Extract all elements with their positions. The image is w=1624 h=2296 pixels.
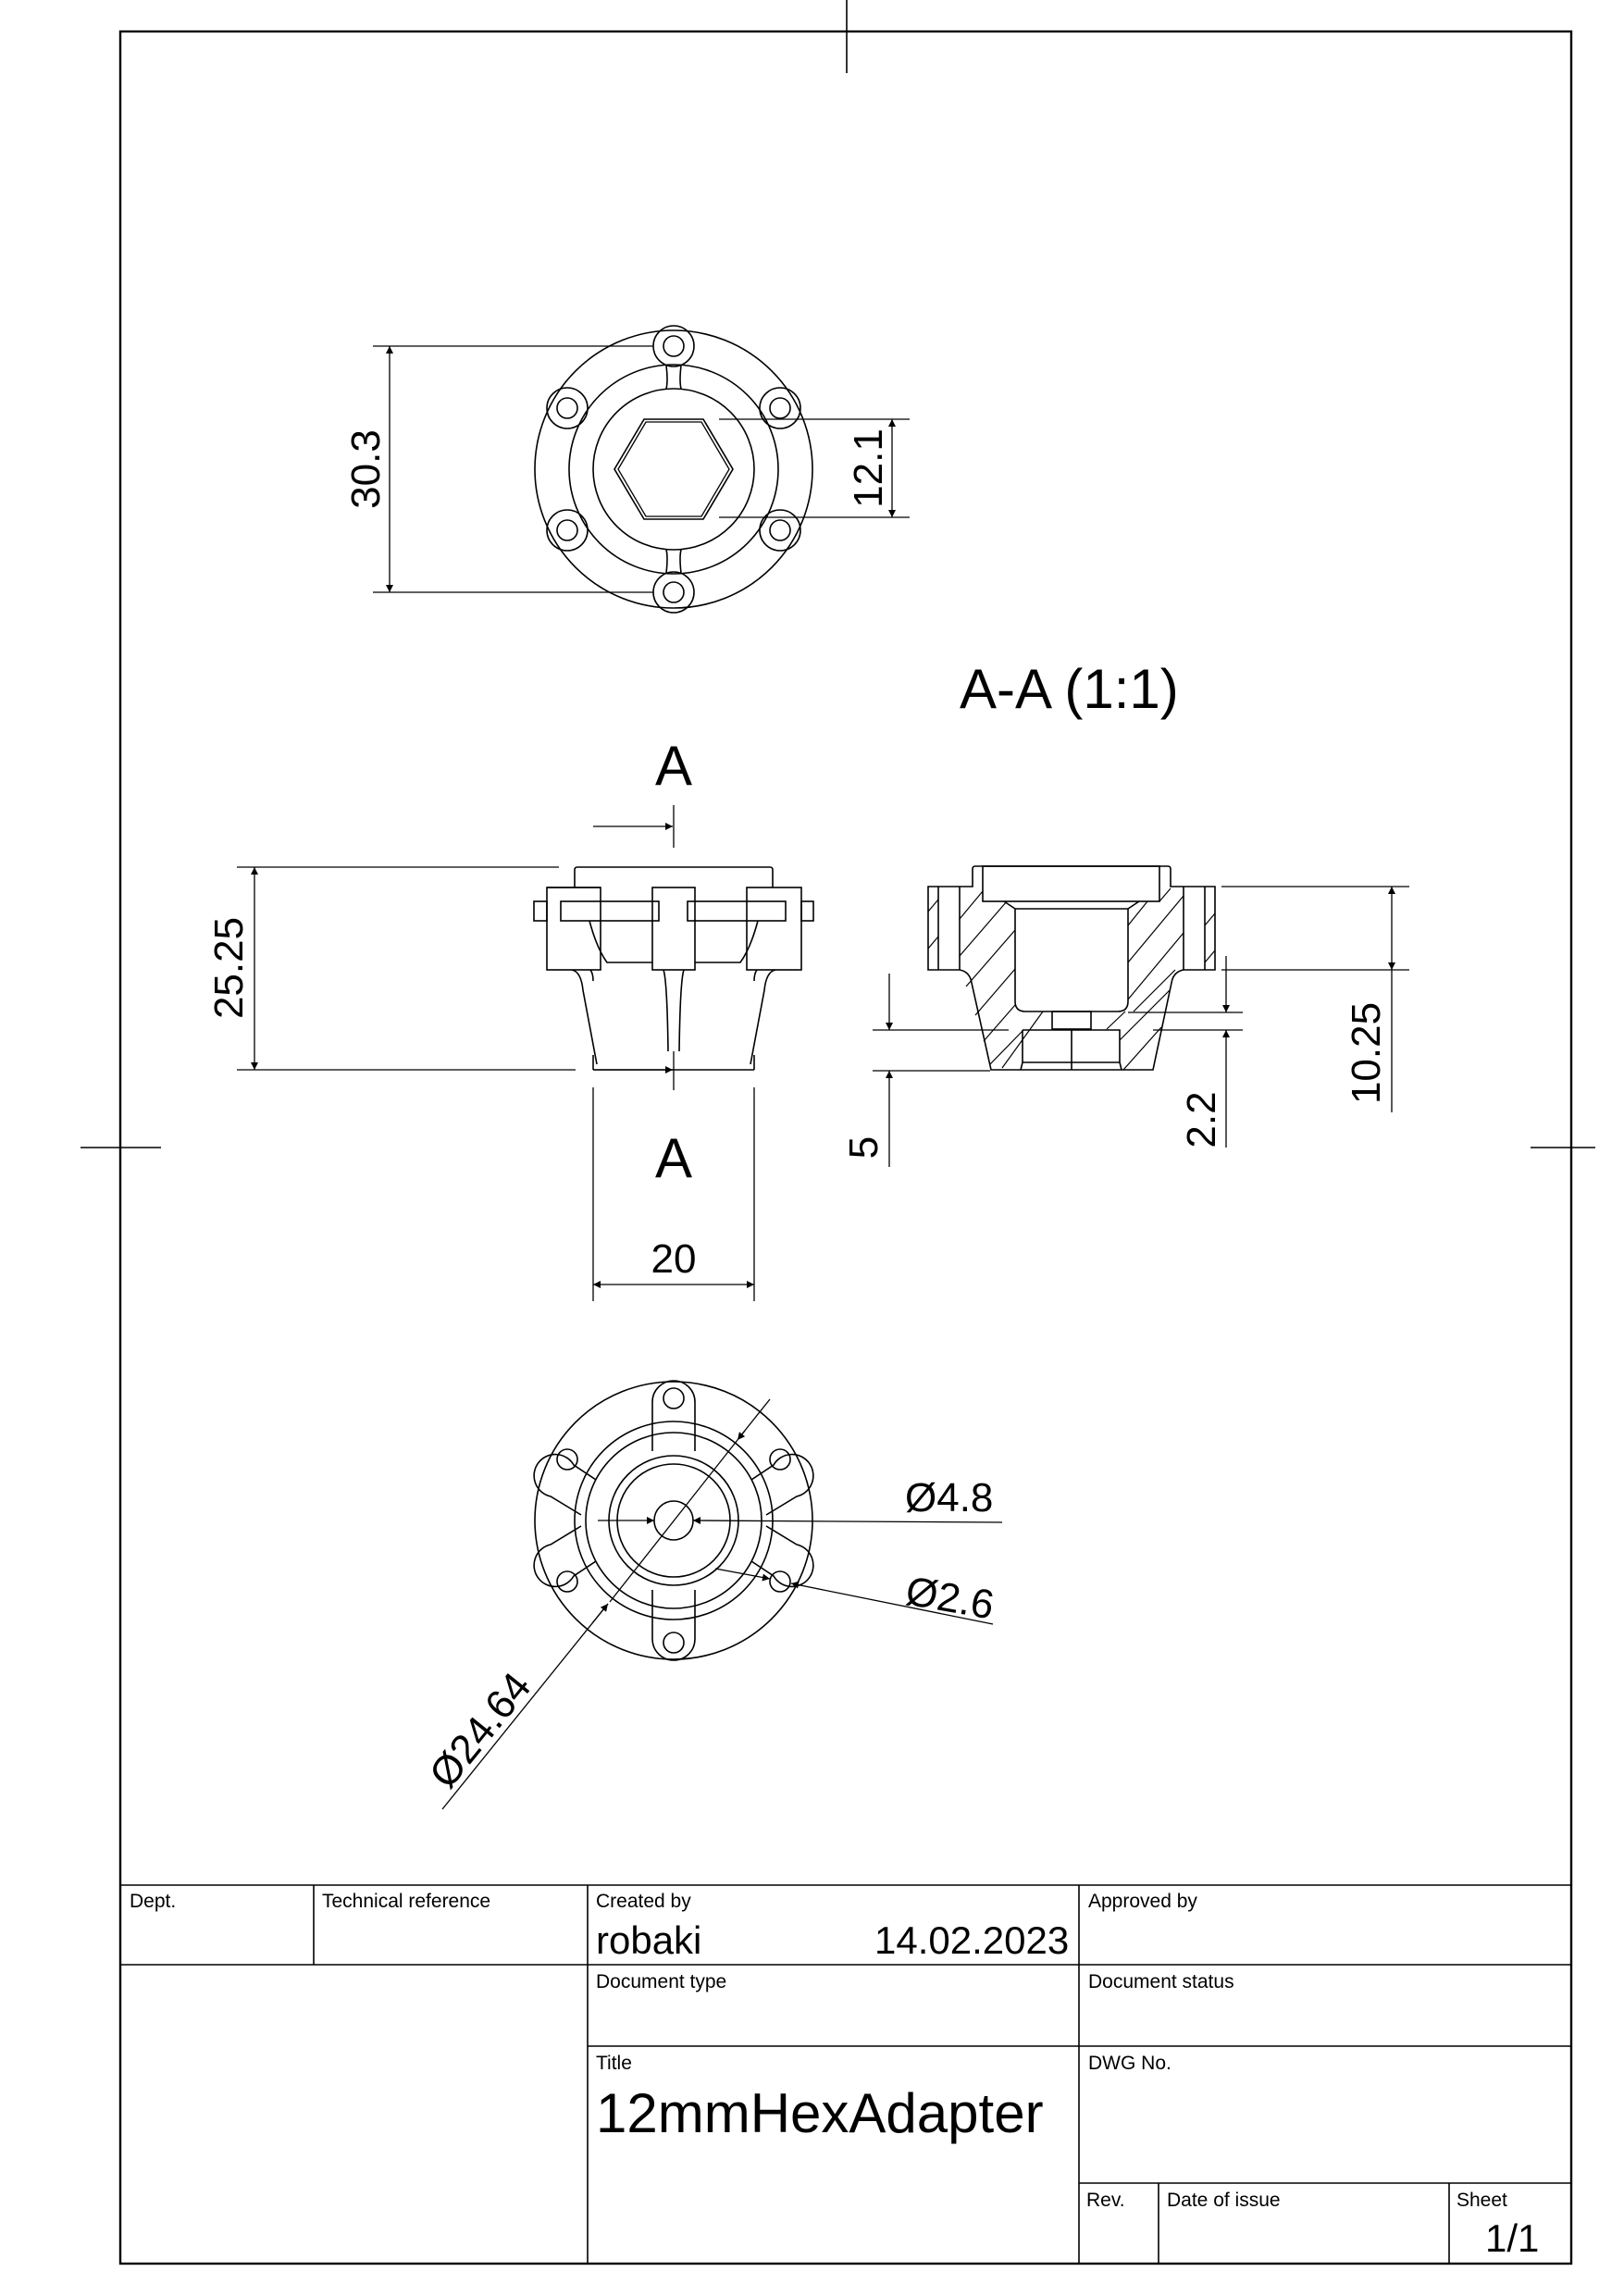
- dim-dia-4-8: Ø4.8: [905, 1475, 993, 1520]
- document-type-label: Document type: [596, 1971, 727, 1992]
- title-block-grid: [120, 1884, 1571, 2264]
- dept-label: Dept.: [130, 1891, 177, 1912]
- front-view: A A 25.25 20: [206, 735, 814, 1301]
- cut-label-top: A: [655, 735, 692, 797]
- document-status-label: Document status: [1088, 1971, 1234, 1992]
- sheet-value: 1/1: [1485, 2216, 1540, 2260]
- date-of-issue-label: Date of issue: [1167, 2190, 1281, 2211]
- bottom-view: Ø4.8 Ø2.6 Ø24.64: [421, 1380, 1003, 1810]
- title-label: Title: [596, 2053, 632, 2074]
- created-by-value: robaki: [596, 1918, 702, 1962]
- section-title: A-A (1:1): [960, 658, 1179, 720]
- dim-25-25: 25.25: [206, 917, 252, 1019]
- dim-30-3: 30.3: [343, 429, 389, 509]
- section-hatching: [927, 887, 1216, 1071]
- bolt-lugs-bottom-view: [533, 1380, 814, 1661]
- dim-12-1: 12.1: [846, 428, 891, 508]
- dim-20: 20: [651, 1236, 697, 1282]
- section-view-a-a: A-A (1:1): [841, 658, 1409, 1167]
- approved-by-label: Approved by: [1088, 1891, 1197, 1912]
- cut-label-bottom: A: [655, 1127, 692, 1189]
- bolt-lugs-top-view: [546, 325, 801, 614]
- tech-ref-label: Technical reference: [322, 1891, 491, 1912]
- rev-label: Rev.: [1086, 2190, 1125, 2211]
- created-date: 14.02.2023: [874, 1918, 1070, 1962]
- top-view: 30.3 12.1: [343, 325, 910, 614]
- sheet-frame: [81, 0, 1595, 2265]
- dwg-no-label: DWG No.: [1088, 2053, 1172, 2074]
- sheet-label: Sheet: [1457, 2190, 1507, 2211]
- dim-5: 5: [841, 1136, 886, 1159]
- dim-2-2: 2.2: [1179, 1091, 1224, 1148]
- drawing-title: 12mmHexAdapter: [596, 2082, 1044, 2144]
- dim-dia-2-6: Ø2.6: [902, 1569, 997, 1629]
- created-by-label: Created by: [596, 1891, 691, 1912]
- dim-10-25: 10.25: [1344, 1002, 1389, 1104]
- dim-dia-24-64: Ø24.64: [421, 1664, 540, 1796]
